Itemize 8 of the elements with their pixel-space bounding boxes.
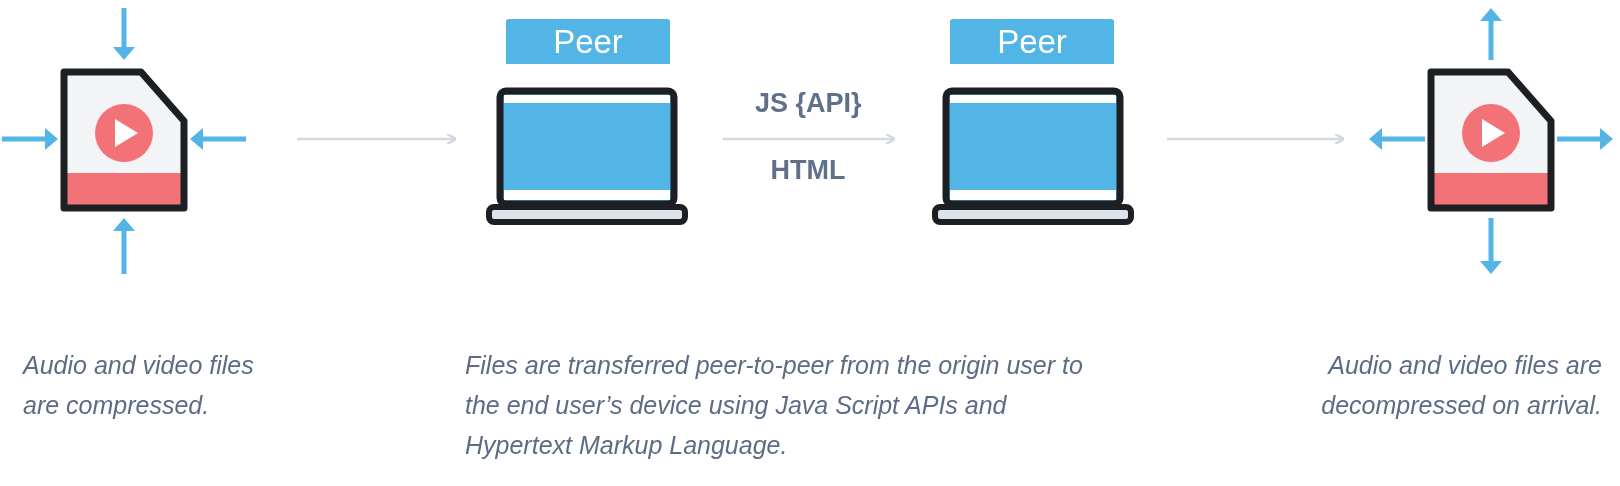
caption-text: Audio and video files are decompressed on arrival. [1320,350,1602,421]
caption-text: Audio and video files are compressed. [23,350,255,421]
arrow [297,132,458,146]
peer-label: Peer [950,19,1114,64]
arrow [723,132,897,146]
caption-text: Files are transferred peer-to-peer from the origin user to the end user’s device using Java Script APIs and Hypertext Markup Language. [465,350,1084,461]
arrow [1167,132,1346,146]
peer-label: Peer [506,19,670,64]
